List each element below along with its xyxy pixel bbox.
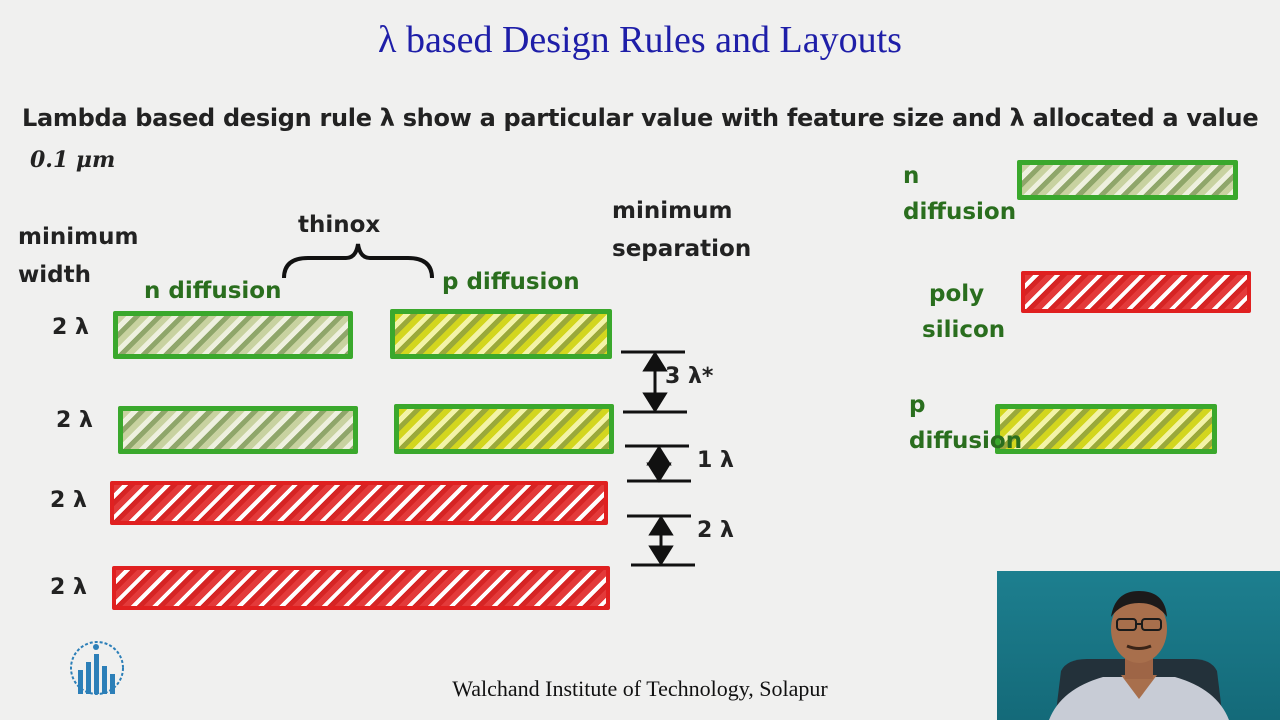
n-diffusion-bar [118, 406, 358, 454]
legend-n-diffusion-swatch [1017, 160, 1238, 200]
n-diffusion-bar [113, 311, 353, 359]
presenter-figure [1049, 591, 1229, 720]
legend-p-diffusion-label: p diffusion [909, 392, 1023, 454]
institute-logo [70, 641, 124, 695]
thinox-label: thinox [298, 212, 381, 238]
n-diffusion-label: n diffusion [144, 278, 282, 304]
presenter-video [997, 571, 1280, 720]
poly-silicon-bar [110, 481, 608, 525]
row-width-label: 2 λ [52, 315, 89, 340]
p-diffusion-bar [390, 309, 612, 359]
legend-p-diffusion-swatch [995, 404, 1217, 454]
row-width-label: 2 λ [50, 488, 87, 513]
thinox-brace [282, 243, 434, 279]
legend-n-diffusion-label: n diffusion [903, 163, 1017, 225]
p-diffusion-label: p diffusion [442, 269, 580, 295]
legend-poly-silicon-swatch [1021, 271, 1251, 313]
separation-label: 3 λ* [665, 364, 714, 389]
p-diffusion-bar [394, 404, 614, 454]
separation-label: 2 λ [697, 518, 734, 543]
separation-label: 1 λ [697, 448, 734, 473]
row-width-label: 2 λ [50, 575, 87, 600]
slide-statement: Lambda based design rule λ show a partic… [22, 104, 1259, 132]
footer-institute: Walchand Institute of Technology, Solapu… [452, 676, 828, 701]
lambda-value: 0.1 μm [30, 147, 116, 173]
minimum-separation-label: minimum separation [612, 198, 752, 262]
minimum-width-label: minimum width [18, 224, 139, 288]
row-width-label: 2 λ [56, 408, 93, 433]
separation-markers [621, 350, 695, 567]
slide-title: λ based Design Rules and Layouts [378, 19, 902, 61]
poly-silicon-bar [112, 566, 610, 610]
legend-poly-silicon-label: poly silicon [922, 281, 1006, 343]
